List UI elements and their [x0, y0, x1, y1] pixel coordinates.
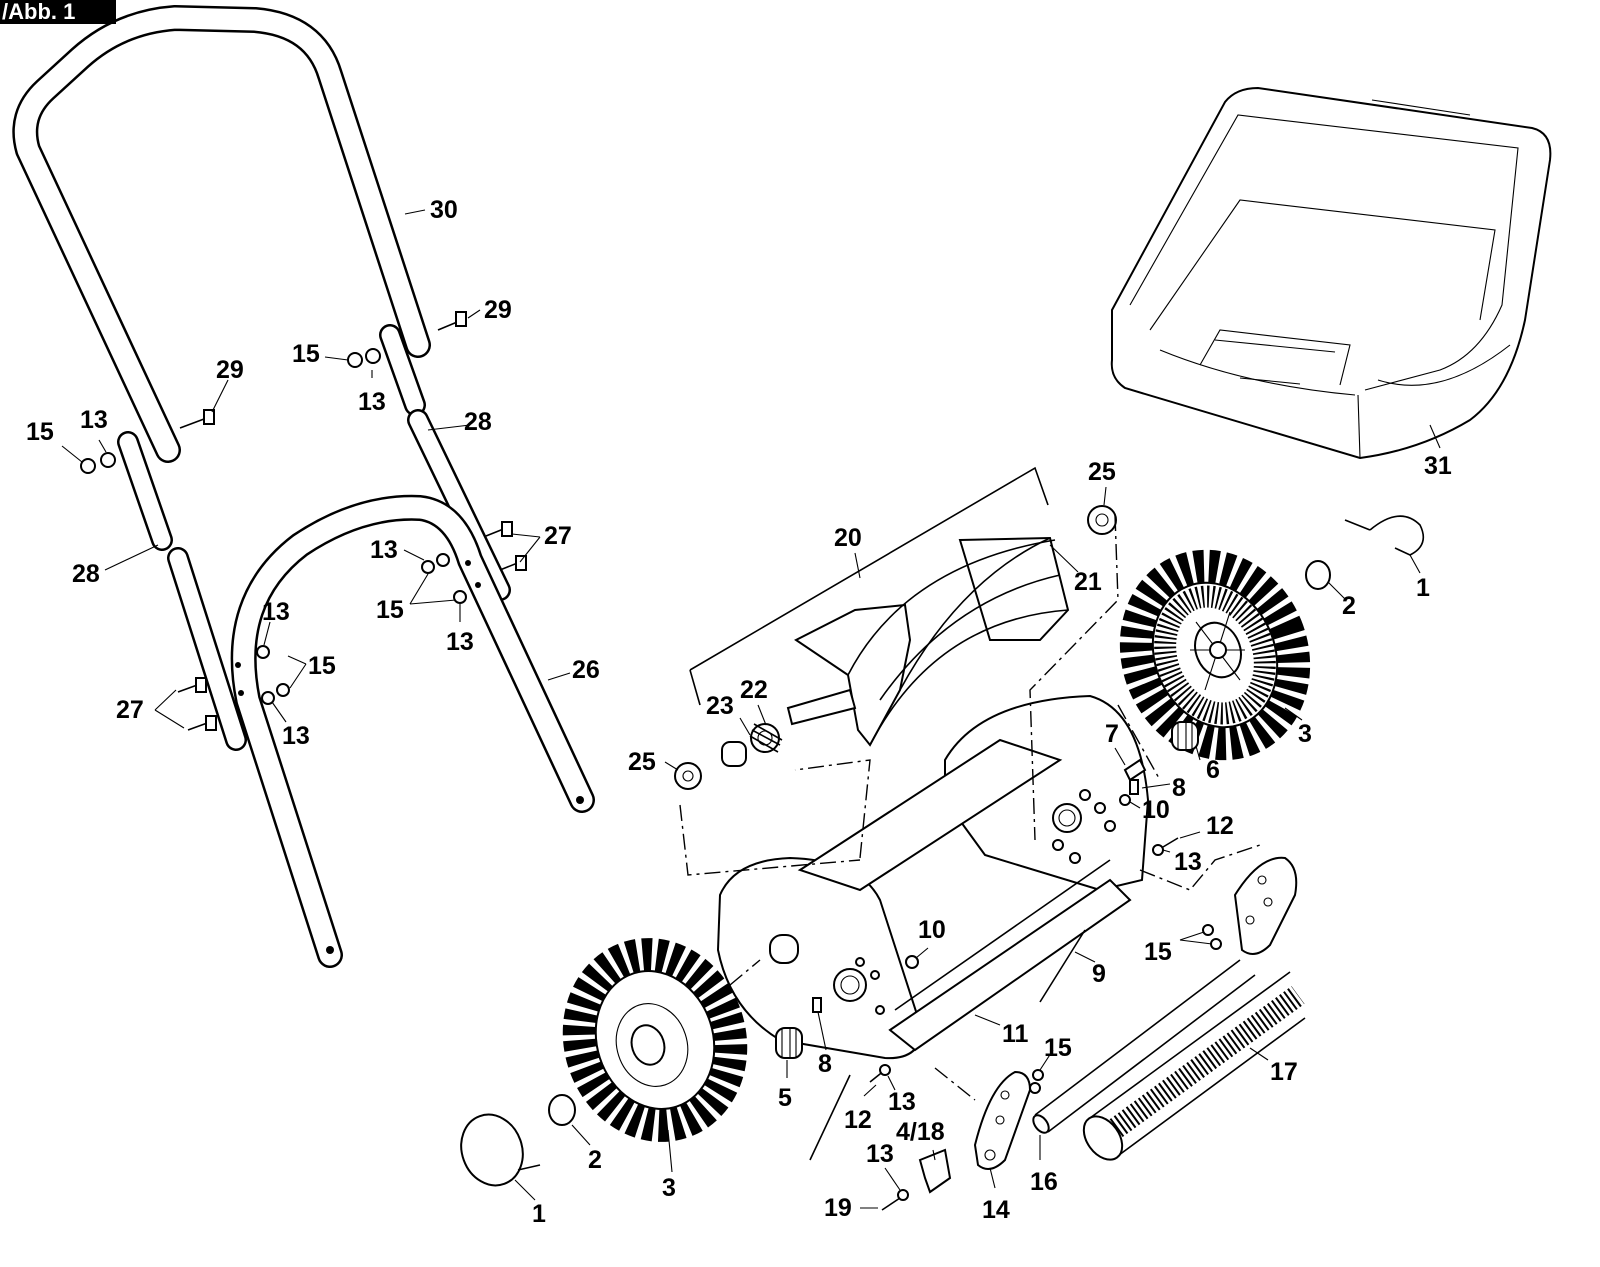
label-22: 22: [740, 676, 768, 704]
mower-frame: [716, 694, 1150, 1060]
figure-tag: /Abb. 1: [0, 0, 116, 24]
ball-bearings-25: [674, 505, 1117, 790]
label-12: 12: [844, 1106, 872, 1134]
label-25: 25: [1088, 458, 1116, 486]
upper-handle-bar: [12, 5, 431, 463]
label-23: 23: [706, 692, 734, 720]
label-7: 7: [1105, 720, 1119, 748]
leader-lines: [61, 209, 1441, 1209]
label-4-18: 4/18: [896, 1118, 945, 1146]
label-28: 28: [464, 408, 492, 436]
small-hardware: [809, 758, 1222, 1211]
roller-side-plates: [973, 856, 1298, 1170]
label-30: 30: [430, 196, 458, 224]
drive-pinions: [775, 721, 1199, 1059]
label-13: 13: [262, 598, 290, 626]
label-26: 26: [572, 656, 600, 684]
label-28: 28: [72, 560, 100, 588]
label-15: 15: [1044, 1034, 1072, 1062]
label-15: 15: [1144, 938, 1172, 966]
label-8: 8: [1172, 774, 1186, 802]
handle-tube-right: [379, 324, 511, 601]
wheel-left: [562, 938, 748, 1142]
roller-axle: [1032, 959, 1256, 1134]
rear-roller: [1082, 971, 1306, 1161]
label-14: 14: [982, 1196, 1010, 1224]
label-15: 15: [308, 652, 336, 680]
callout-labels: 30 29 29 15 13 15 13 28 28 13 15 13 27 1…: [26, 196, 1452, 1228]
label-17: 17: [1270, 1058, 1298, 1086]
label-21: 21: [1074, 568, 1102, 596]
label-27: 27: [116, 696, 144, 724]
label-13: 13: [1174, 848, 1202, 876]
label-2: 2: [588, 1146, 602, 1174]
label-1: 1: [1416, 574, 1430, 602]
label-9: 9: [1092, 960, 1106, 988]
label-19: 19: [824, 1194, 852, 1222]
label-13: 13: [866, 1140, 894, 1168]
label-1: 1: [532, 1200, 546, 1228]
label-15: 15: [292, 340, 320, 368]
label-15: 15: [376, 596, 404, 624]
label-3: 3: [1298, 720, 1312, 748]
cutting-cylinder: [689, 466, 1070, 747]
handle-tube-left: [117, 431, 247, 751]
label-20: 20: [834, 524, 862, 552]
label-27: 27: [544, 522, 572, 550]
label-11: 11: [1002, 1020, 1029, 1048]
grass-catcher: [1110, 86, 1552, 460]
handle-bolts: [177, 311, 527, 731]
label-31: 31: [1424, 452, 1452, 480]
label-6: 6: [1206, 756, 1220, 784]
label-13: 13: [80, 406, 108, 434]
assembly-guide-lines: [679, 514, 1261, 1101]
label-13: 13: [282, 722, 310, 750]
label-5: 5: [778, 1084, 792, 1112]
label-2: 2: [1342, 592, 1356, 620]
label-3: 3: [662, 1174, 676, 1202]
handle-nuts-washers: [80, 348, 467, 705]
bearing-bush-22-23: [721, 723, 783, 767]
label-12: 12: [1206, 812, 1234, 840]
label-29: 29: [484, 296, 512, 324]
label-10: 10: [1142, 796, 1170, 824]
label-13: 13: [446, 628, 474, 656]
label-29: 29: [216, 356, 244, 384]
label-8: 8: [818, 1050, 832, 1078]
label-16: 16: [1030, 1168, 1058, 1196]
label-13: 13: [888, 1088, 916, 1116]
wheel-right: [1119, 549, 1311, 761]
hubcaps-and-clips: [460, 515, 1425, 1187]
label-13: 13: [358, 388, 386, 416]
label-25: 25: [628, 748, 656, 776]
lower-handle-frame: [230, 494, 595, 968]
label-15: 15: [26, 418, 54, 446]
label-10: 10: [918, 916, 946, 944]
label-13: 13: [370, 536, 398, 564]
